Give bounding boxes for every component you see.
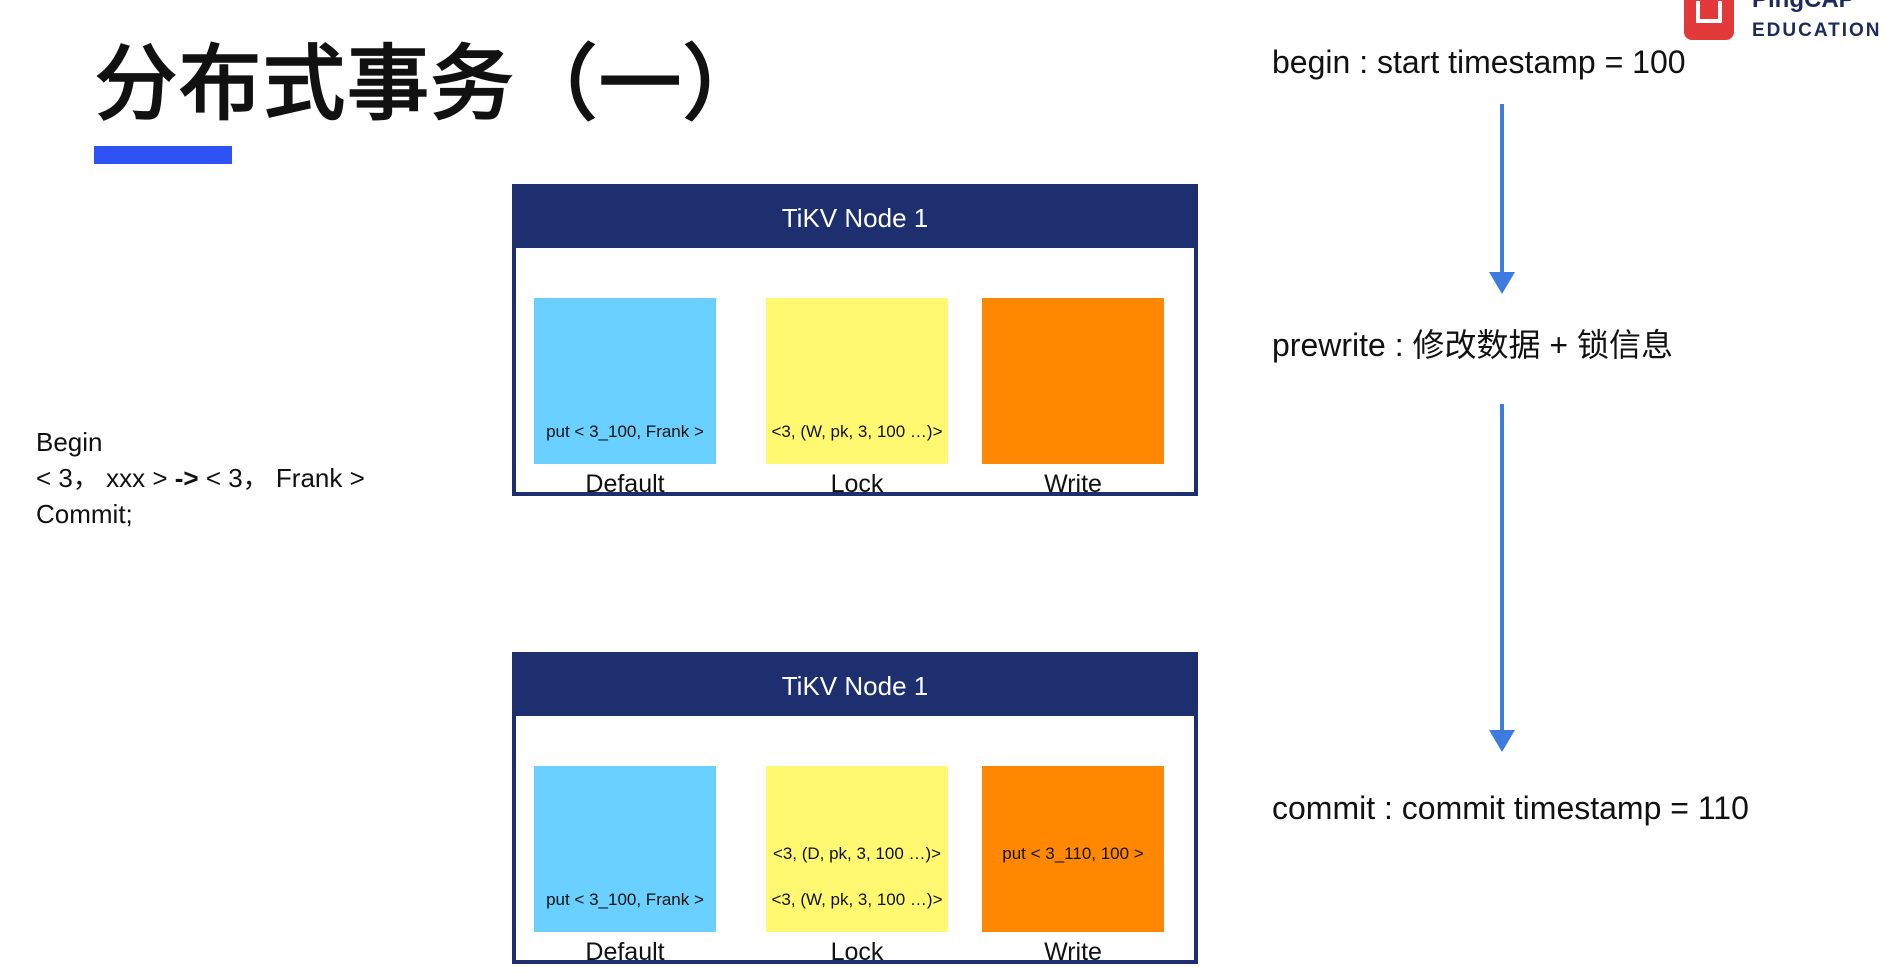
default-cf-label: Default: [585, 470, 665, 498]
lock-cf-label: Lock: [830, 470, 884, 498]
write-entry: put < 3_110, 100 >: [1002, 844, 1144, 863]
write-cf-box: [982, 298, 1164, 464]
title-underline: [94, 146, 232, 164]
txn-commit: Commit;: [36, 499, 133, 529]
page-title: 分布式事务（一）: [95, 37, 768, 132]
node-header: TiKV Node 1: [516, 188, 1194, 248]
txn-new-value: < 3， Frank >: [205, 463, 365, 493]
default-entry: put < 3_100, Frank >: [546, 890, 704, 909]
default-cf-box: put < 3_100, Frank >: [534, 766, 716, 932]
lock-entry: <3, (W, pk, 3, 100 …)>: [771, 890, 943, 909]
default-cf-label: Default: [585, 938, 665, 966]
txn-arrow: ->: [174, 463, 199, 493]
logo: PingCAP EDUCATION: [1684, 0, 1886, 44]
timeline-arrow-line: [1500, 104, 1504, 274]
lock-cf-label: Lock: [830, 938, 884, 966]
write-cf-label: Write: [1044, 938, 1102, 966]
arrow-down-icon: [1489, 730, 1515, 752]
transaction-text: Begin < 3， xxx > -> < 3， Frank > Commit;: [36, 424, 365, 532]
timeline-begin: begin : start timestamp = 100: [1272, 44, 1686, 80]
tikv-node-prewrite: TiKV Node 1 put < 3_100, Frank > <3, (W,…: [512, 184, 1198, 498]
timeline-prewrite: prewrite : 修改数据 + 锁信息: [1272, 327, 1673, 363]
write-cf-label: Write: [1044, 470, 1102, 498]
lock-entry: <3, (W, pk, 3, 100 …)>: [771, 422, 943, 441]
lock-cf-box: <3, (W, pk, 3, 100 …)>: [766, 298, 948, 464]
logo-name: PingCAP: [1752, 0, 1855, 14]
txn-begin: Begin: [36, 427, 103, 457]
lock-cf-box: <3, (D, pk, 3, 100 …)> <3, (W, pk, 3, 10…: [766, 766, 948, 932]
lock-entry: <3, (D, pk, 3, 100 …)>: [772, 844, 942, 863]
default-cf-box: put < 3_100, Frank >: [534, 298, 716, 464]
timeline-arrow-line: [1500, 404, 1504, 732]
write-cf-box: put < 3_110, 100 >: [982, 766, 1164, 932]
logo-subtitle: EDUCATION: [1752, 20, 1882, 41]
arrow-down-icon: [1489, 272, 1515, 294]
timeline-commit: commit : commit timestamp = 110: [1272, 790, 1749, 826]
tikv-node-commit: TiKV Node 1 put < 3_100, Frank > <3, (D,…: [512, 652, 1198, 966]
node-header: TiKV Node 1: [516, 656, 1194, 716]
txn-update: < 3， xxx > -> < 3， Frank >: [36, 460, 365, 496]
default-entry: put < 3_100, Frank >: [546, 422, 704, 441]
pingcap-logo-icon: [1684, 0, 1734, 40]
txn-old-value: < 3， xxx >: [36, 463, 168, 493]
